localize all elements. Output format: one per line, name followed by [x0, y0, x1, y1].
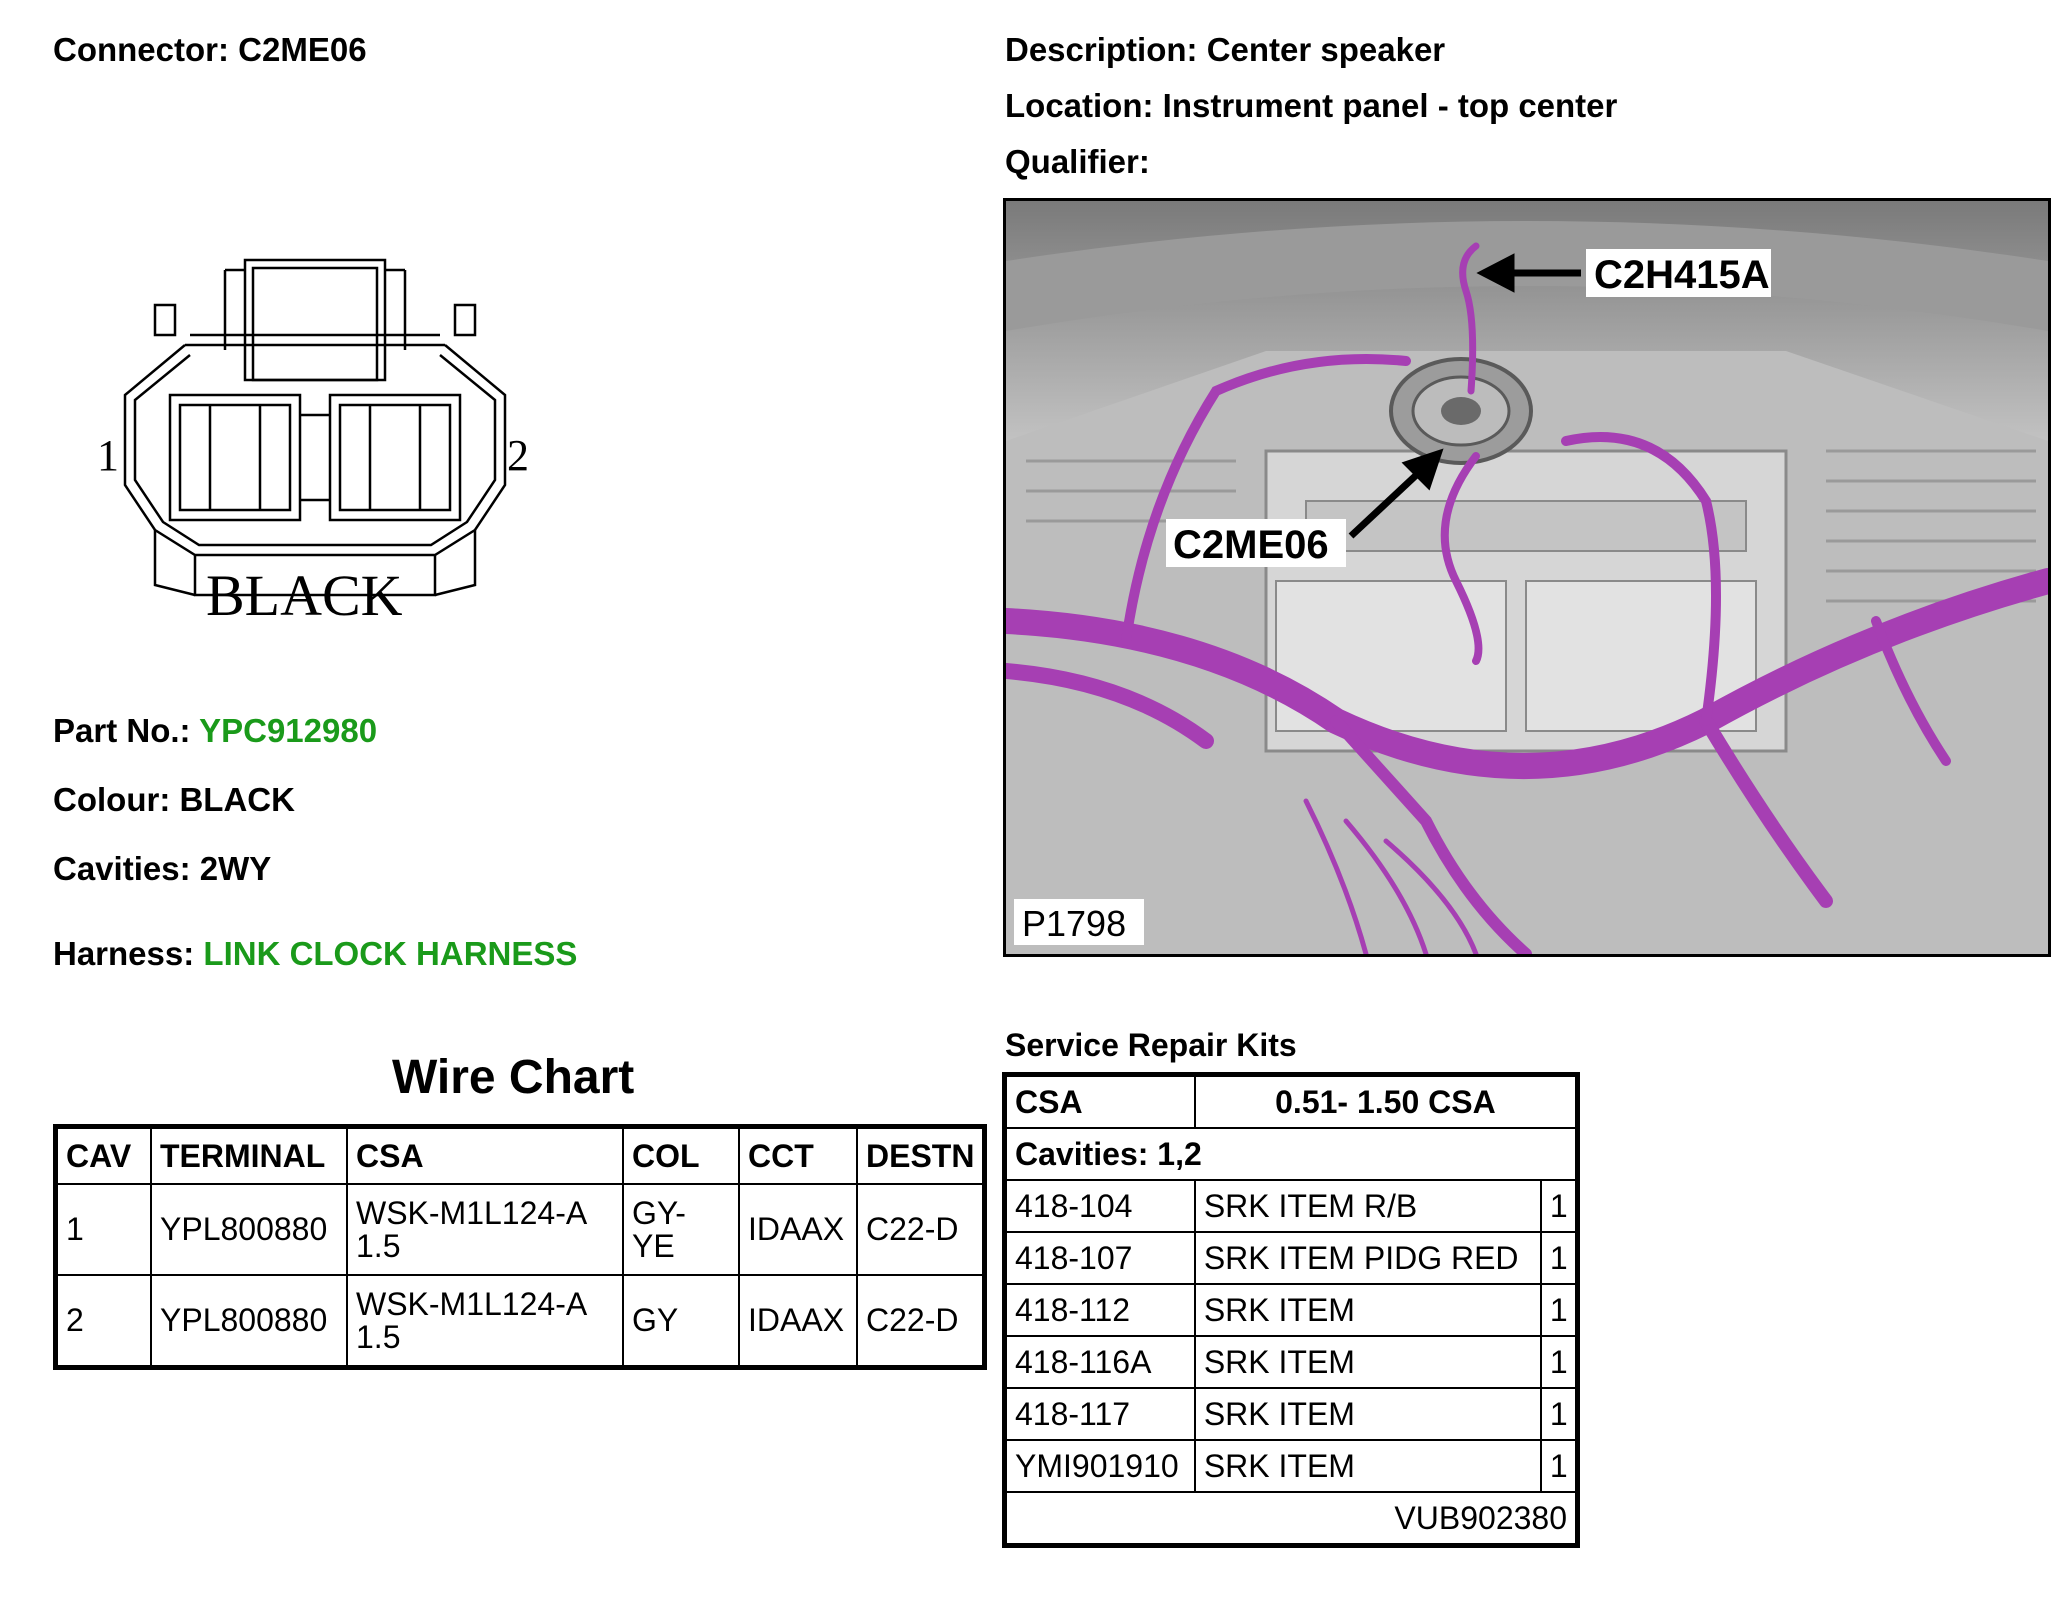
harness-value: LINK CLOCK HARNESS — [203, 935, 578, 972]
service-kits-title: Service Repair Kits — [1005, 1027, 1297, 1063]
kit-qty-cell: 1 — [1540, 1439, 1579, 1493]
csa-spec: WSK-M1L124-A — [356, 1285, 588, 1322]
col-cav-header: CAV — [54, 1125, 152, 1185]
csa-size: 1.5 — [356, 1318, 401, 1355]
cavities-label: Cavities: 2WY — [53, 850, 272, 887]
pin-2-label: 2 — [507, 431, 529, 480]
destn-cell: C22-D — [856, 1183, 986, 1276]
location-photo: C2H415A C2ME06 P1798 — [1003, 198, 2051, 957]
kit-qty-cell: 1 — [1540, 1387, 1579, 1441]
col-cct-header: CCT — [738, 1125, 858, 1185]
kit-desc-cell: SRK ITEM R/B — [1193, 1179, 1543, 1233]
harness-label: Harness: — [53, 935, 204, 972]
terminal-cell: YPL800880 — [150, 1274, 348, 1369]
kit-qty-cell: 1 — [1540, 1179, 1579, 1233]
location-label: Location: Instrument panel - top center — [1005, 87, 1618, 124]
cav-cell: 2 — [54, 1274, 152, 1369]
terminal-cell: YPL800880 — [150, 1183, 348, 1276]
csa-size: 1.5 — [356, 1227, 401, 1264]
cct-cell: IDAAX — [738, 1274, 858, 1369]
kit-cavities-row: Cavities: 1,2 — [1003, 1127, 1579, 1181]
location-photo-illustration: C2H415A C2ME06 P1798 — [1006, 201, 2048, 954]
kit-qty-cell: 1 — [1540, 1231, 1579, 1285]
colour-label: Colour: BLACK — [53, 781, 295, 818]
col-line-1: GY — [632, 1302, 679, 1338]
connector-label: Connector: C2ME06 — [53, 31, 367, 68]
wire-chart-table: CAV TERMINAL CSA COL CCT DESTN 1 YPL8008… — [53, 1124, 988, 1370]
qualifier-label: Qualifier: — [1005, 143, 1150, 180]
table-row: 418-116A SRK ITEM 1 — [1003, 1335, 1579, 1389]
callout-c2me06: C2ME06 — [1173, 523, 1329, 567]
col-cell: GY — [622, 1274, 740, 1369]
cct-cell: IDAAX — [738, 1183, 858, 1276]
col-terminal-header: TERMINAL — [150, 1125, 348, 1185]
table-row: 418-117 SRK ITEM 1 — [1003, 1387, 1579, 1441]
part-no-value: YPC912980 — [199, 712, 378, 749]
kit-csa-row: CSA 0.51- 1.50 CSA — [1003, 1073, 1579, 1129]
col-csa-header: CSA — [346, 1125, 624, 1185]
kit-code-cell: 418-117 — [1003, 1387, 1196, 1441]
kit-desc-cell: SRK ITEM — [1193, 1335, 1543, 1389]
col-line-1: GY- — [632, 1194, 686, 1231]
col-col-header: COL — [622, 1125, 740, 1185]
kit-csa-label: CSA — [1003, 1073, 1196, 1129]
kit-footer-code: VUB902380 — [1003, 1491, 1579, 1547]
kit-csa-range: 0.51- 1.50 CSA — [1193, 1073, 1579, 1129]
part-no-row: Part No.: YPC912980 — [53, 712, 377, 750]
connector-face-drawing: 1 2 — [97, 258, 529, 597]
table-row: 418-107 SRK ITEM PIDG RED 1 — [1003, 1231, 1579, 1285]
cav-cell: 1 — [54, 1183, 152, 1276]
kit-footer-row: VUB902380 — [1003, 1491, 1579, 1547]
col-destn-header: DESTN — [856, 1125, 986, 1185]
part-no-label: Part No.: — [53, 712, 200, 749]
wire-chart-title: Wire Chart — [392, 1051, 635, 1104]
col-cell: GY-YE — [622, 1183, 740, 1276]
table-row: 418-112 SRK ITEM 1 — [1003, 1283, 1579, 1337]
kit-desc-cell: SRK ITEM — [1193, 1387, 1543, 1441]
kit-cavities: Cavities: 1,2 — [1003, 1127, 1579, 1181]
pin-1-label: 1 — [97, 431, 119, 480]
table-row: YMI901910 SRK ITEM 1 — [1003, 1439, 1579, 1493]
callout-c2h415a: C2H415A — [1594, 253, 1770, 297]
kit-qty-cell: 1 — [1540, 1335, 1579, 1389]
kit-desc-cell: SRK ITEM PIDG RED — [1193, 1231, 1543, 1285]
drawing-color-label: BLACK — [206, 563, 403, 628]
wire-chart-header-row: CAV TERMINAL CSA COL CCT DESTN — [54, 1125, 986, 1185]
photo-id: P1798 — [1022, 903, 1126, 944]
table-row: 418-104 SRK ITEM R/B 1 — [1003, 1179, 1579, 1233]
harness-row: Harness: LINK CLOCK HARNESS — [53, 935, 577, 973]
description-label: Description: Center speaker — [1005, 31, 1446, 68]
kit-code-cell: 418-116A — [1003, 1335, 1196, 1389]
csa-spec: WSK-M1L124-A — [356, 1194, 588, 1231]
service-kits-table: CSA 0.51- 1.50 CSA Cavities: 1,2 418-104… — [1002, 1072, 1580, 1548]
kit-code-cell: YMI901910 — [1003, 1439, 1196, 1493]
col-line-2: YE — [632, 1227, 675, 1264]
kit-code-cell: 418-112 — [1003, 1283, 1196, 1337]
kit-desc-cell: SRK ITEM — [1193, 1283, 1543, 1337]
kit-qty-cell: 1 — [1540, 1283, 1579, 1337]
destn-cell: C22-D — [856, 1274, 986, 1369]
kit-code-cell: 418-107 — [1003, 1231, 1196, 1285]
kit-desc-cell: SRK ITEM — [1193, 1439, 1543, 1493]
kit-code-cell: 418-104 — [1003, 1179, 1196, 1233]
